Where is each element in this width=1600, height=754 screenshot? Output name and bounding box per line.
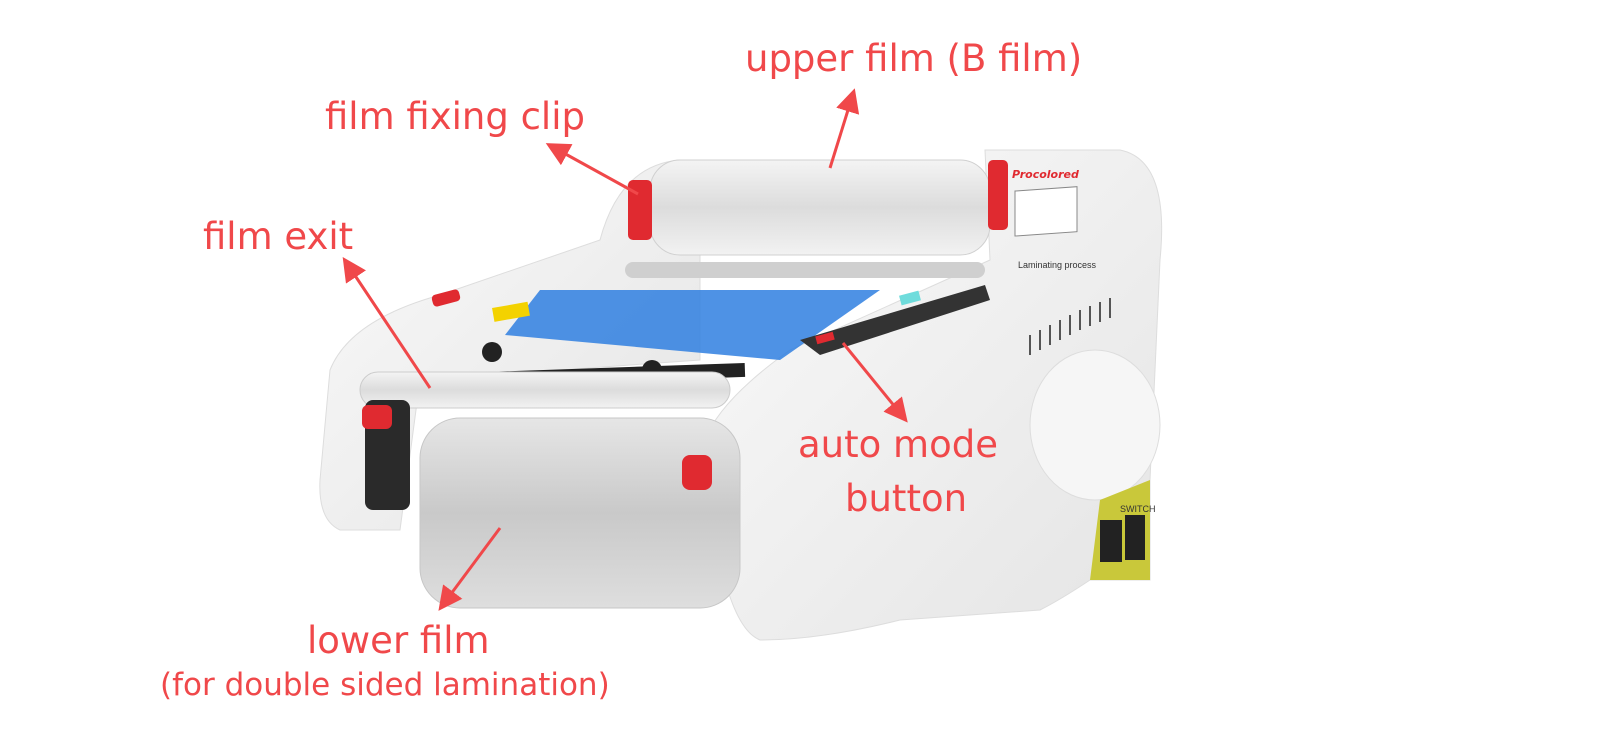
arrow-film-fixing-clip xyxy=(545,143,639,196)
label-lower-film: lower film xyxy=(307,619,490,662)
arrow-lower-film xyxy=(438,527,502,611)
upper-film-roll xyxy=(649,159,991,256)
process-card xyxy=(1014,186,1078,237)
control-panel xyxy=(800,285,990,355)
lower-film-core-left xyxy=(362,405,392,429)
warning-sticker xyxy=(492,301,530,322)
display xyxy=(899,290,921,306)
vents xyxy=(1029,298,1111,355)
label-film-fixing-clip: film fixing clip xyxy=(325,95,585,138)
left-side-housing xyxy=(319,159,701,531)
film-fixing-clip-left xyxy=(628,180,652,240)
red-tab xyxy=(431,289,461,307)
guide-rod xyxy=(625,262,985,278)
power-switch[interactable] xyxy=(1125,515,1145,560)
arrow-film-exit xyxy=(342,257,432,389)
arrow-upper-film xyxy=(828,88,860,169)
label-auto-mode-button-line2: button xyxy=(845,477,968,520)
feed-tray xyxy=(505,290,880,360)
lower-film-roll xyxy=(419,417,741,609)
brand-logo: Procolored xyxy=(1012,168,1079,181)
lower-film-core-right xyxy=(682,455,712,490)
film-exit-rod xyxy=(359,371,731,409)
right-housing xyxy=(704,149,1163,641)
film-fixing-clip-right xyxy=(988,160,1008,230)
label-lower-film-note: (for double sided lamination) xyxy=(160,667,610,703)
label-film-exit: film exit xyxy=(203,215,354,258)
power-socket xyxy=(1100,520,1122,562)
clamp-knob-left[interactable] xyxy=(482,342,502,362)
auto-mode-button[interactable] xyxy=(815,331,835,345)
switch-label: SWITCH xyxy=(1120,504,1156,514)
side-knob[interactable] xyxy=(1029,349,1161,501)
label-upper-film: upper film (B film) xyxy=(745,37,1083,80)
arrow-auto-mode-button xyxy=(841,342,908,423)
process-card-title: Laminating process xyxy=(1018,260,1097,270)
label-auto-mode-button-line1: auto mode xyxy=(798,423,998,466)
